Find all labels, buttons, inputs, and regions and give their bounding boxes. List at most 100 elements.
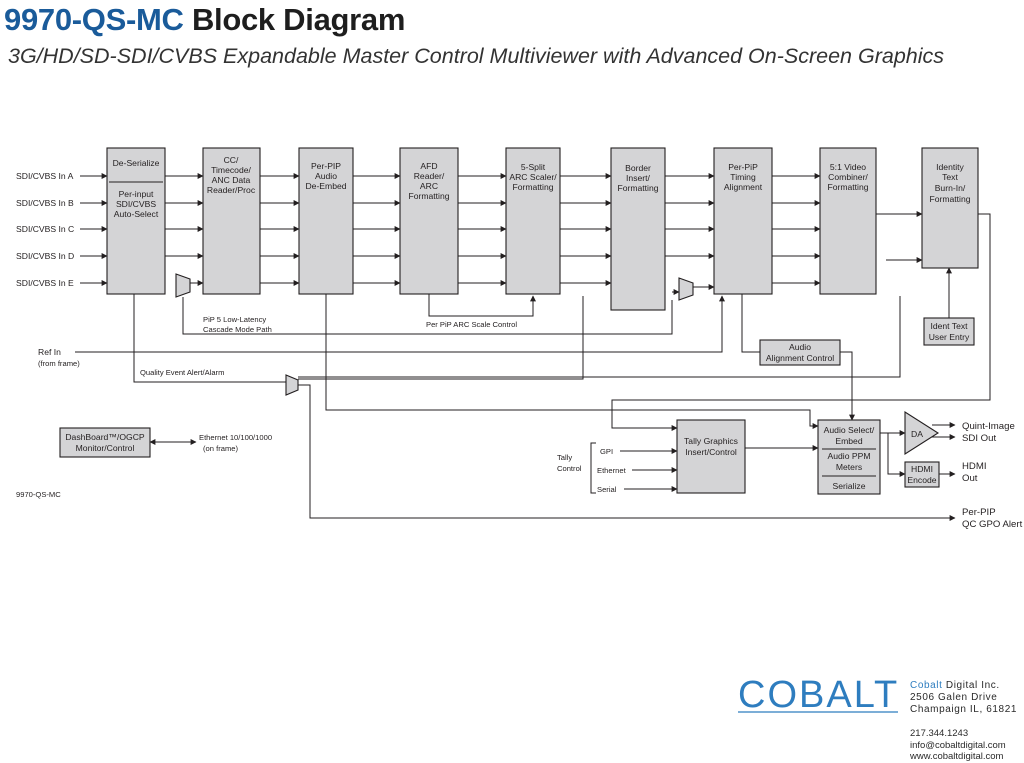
title-text: Block Diagram <box>191 2 406 37</box>
address-line: Champaign IL, 61821 <box>910 704 1018 715</box>
arc-control-path <box>428 294 536 317</box>
page-title: 9970-QS-MC Block Diagram <box>4 2 405 38</box>
ref-in-path <box>75 295 725 353</box>
mux-symbols <box>175 273 694 396</box>
block-label: Formatting <box>929 194 970 204</box>
ref-in-label: Ref In <box>38 347 61 357</box>
block-label: Audio Select/ <box>824 425 875 435</box>
block-label: Per-input <box>119 189 154 199</box>
ethernet-frame-label: (on frame) <box>203 444 238 453</box>
block-audio-alignment: Audio Alignment Control <box>759 339 841 366</box>
block-label: Combiner/ <box>828 172 868 182</box>
output-label-hdmi: Out <box>962 473 978 484</box>
quality-alert-path <box>133 257 956 521</box>
output-label-quint: SDI Out <box>962 433 996 444</box>
block-tally-graphics: Tally Graphics Insert/Control <box>676 419 746 494</box>
input-label: SDI/CVBS In E <box>16 278 74 288</box>
block-label: Auto-Select <box>114 209 159 219</box>
block-label: 5-Split <box>521 162 546 172</box>
block-da: DA <box>904 410 940 456</box>
company-address: 2506 Galen Drive Champaign IL, 61821 <box>910 692 1017 716</box>
block-afd: AFD Reader/ ARC Formatting <box>399 147 459 295</box>
ethernet-frame-label: Ethernet 10/100/1000 <box>199 433 272 442</box>
block-label: Timecode/ <box>211 165 251 175</box>
model-name: 9970-QS-MC <box>4 2 184 37</box>
block-video-combiner: 5:1 Video Combiner/ Formatting <box>819 147 877 295</box>
email-link[interactable]: info@cobaltdigital.com <box>910 739 1006 751</box>
block-label: De-Embed <box>305 181 346 191</box>
ethernet-label: Ethernet <box>597 466 627 475</box>
block-cc-timecode: CC/ Timecode/ ANC Data Reader/Proc <box>202 147 261 295</box>
block-label: De-Serialize <box>113 158 160 168</box>
cobalt-logo: COBALT <box>738 674 899 716</box>
block-label: Formatting <box>408 191 449 201</box>
block-label: DashBoard™/OGCP <box>65 432 145 442</box>
block-label: ARC Scaler/ <box>509 172 557 182</box>
block-label: Formatting <box>617 183 658 193</box>
block-label: CC/ <box>224 155 239 165</box>
block-label: DA <box>911 429 923 439</box>
block-timing-alignment: Per-PiP Timing Alignment <box>713 147 773 295</box>
block-label: Timing <box>730 172 756 182</box>
block-label: Alignment <box>724 182 763 192</box>
company-name: Cobalt Digital Inc. <box>910 680 1000 692</box>
block-label: ANC Data <box>212 175 251 185</box>
block-border-insert: Border Insert/ Formatting <box>610 147 666 311</box>
block-arc-scaler: 5-Split ARC Scaler/ Formatting <box>505 147 561 295</box>
input-label: SDI/CVBS In D <box>16 251 74 261</box>
arc-control-label: Per PiP ARC Scale Control <box>426 320 517 329</box>
ref-in-sublabel: (from frame) <box>38 359 80 368</box>
block-label: Insert/Control <box>685 447 737 457</box>
block-label: Identity <box>936 162 964 172</box>
logo-wordmark: COBALT <box>738 674 899 716</box>
block-label: ARC <box>420 181 438 191</box>
stage-connections <box>165 173 952 318</box>
company-name-rest: Digital Inc. <box>942 680 1000 691</box>
gpi-label: GPI <box>600 447 613 456</box>
cascade-path <box>182 289 680 335</box>
block-audio-deembed: Per-PIP Audio De-Embed <box>298 147 354 295</box>
block-audio-select-embed: Audio Select/ Embed Audio PPM Meters Ser… <box>817 419 881 495</box>
block-label: Reader/ <box>414 171 445 181</box>
block-label: Tally Graphics <box>684 436 738 446</box>
output-label-quint: Quint-Image <box>962 421 1015 432</box>
block-label: Formatting <box>512 182 553 192</box>
output-label-gpo: QC GPO Alert <box>962 519 1023 530</box>
input-label: SDI/CVBS In C <box>16 224 74 234</box>
block-label: Alignment Control <box>766 353 834 363</box>
output-label-gpo: Per-PIP <box>962 507 996 518</box>
block-label: Embed <box>835 436 862 446</box>
input-label: SDI/CVBS In B <box>16 198 74 208</box>
serial-label: Serial <box>597 485 617 494</box>
block-label: Encode <box>907 475 936 485</box>
input-label: SDI/CVBS In A <box>16 171 74 181</box>
block-label: Per-PIP <box>311 161 341 171</box>
input-arrows <box>80 173 108 286</box>
block-label: Serialize <box>833 481 866 491</box>
block-ident-entry: Ident Text User Entry <box>923 317 975 346</box>
website-link[interactable]: www.cobaltdigital.com <box>910 751 1004 762</box>
cascade-label: Cascade Mode Path <box>203 325 272 334</box>
tally-bracket <box>590 442 678 494</box>
phone: 217.344.1243 <box>910 728 969 739</box>
block-label: Audio <box>315 171 337 181</box>
block-label: HDMI <box>911 464 933 474</box>
cascade-label: PiP 5 Low-Latency <box>203 315 266 324</box>
block-label: Text <box>942 172 958 182</box>
block-label: AFD <box>420 161 437 171</box>
input-labels: SDI/CVBS In A SDI/CVBS In B SDI/CVBS In … <box>16 171 74 288</box>
company-brand: Cobalt <box>910 680 943 691</box>
model-tag: 9970-QS-MC <box>16 490 61 499</box>
tally-label: Control <box>557 464 582 473</box>
block-label: Monitor/Control <box>76 443 135 453</box>
block-deserialize: De-Serialize Per-input SDI/CVBS Auto-Sel… <box>106 147 166 295</box>
block-label: Reader/Proc <box>207 185 256 195</box>
block-label: Formatting <box>827 182 868 192</box>
output-label-hdmi: HDMI <box>962 461 987 472</box>
da-outputs <box>932 422 956 477</box>
block-hdmi-encode: HDMI Encode <box>904 461 940 488</box>
block-label: Border <box>625 163 651 173</box>
block-identity-text: Identity Text Burn-In/ Formatting <box>921 147 979 269</box>
